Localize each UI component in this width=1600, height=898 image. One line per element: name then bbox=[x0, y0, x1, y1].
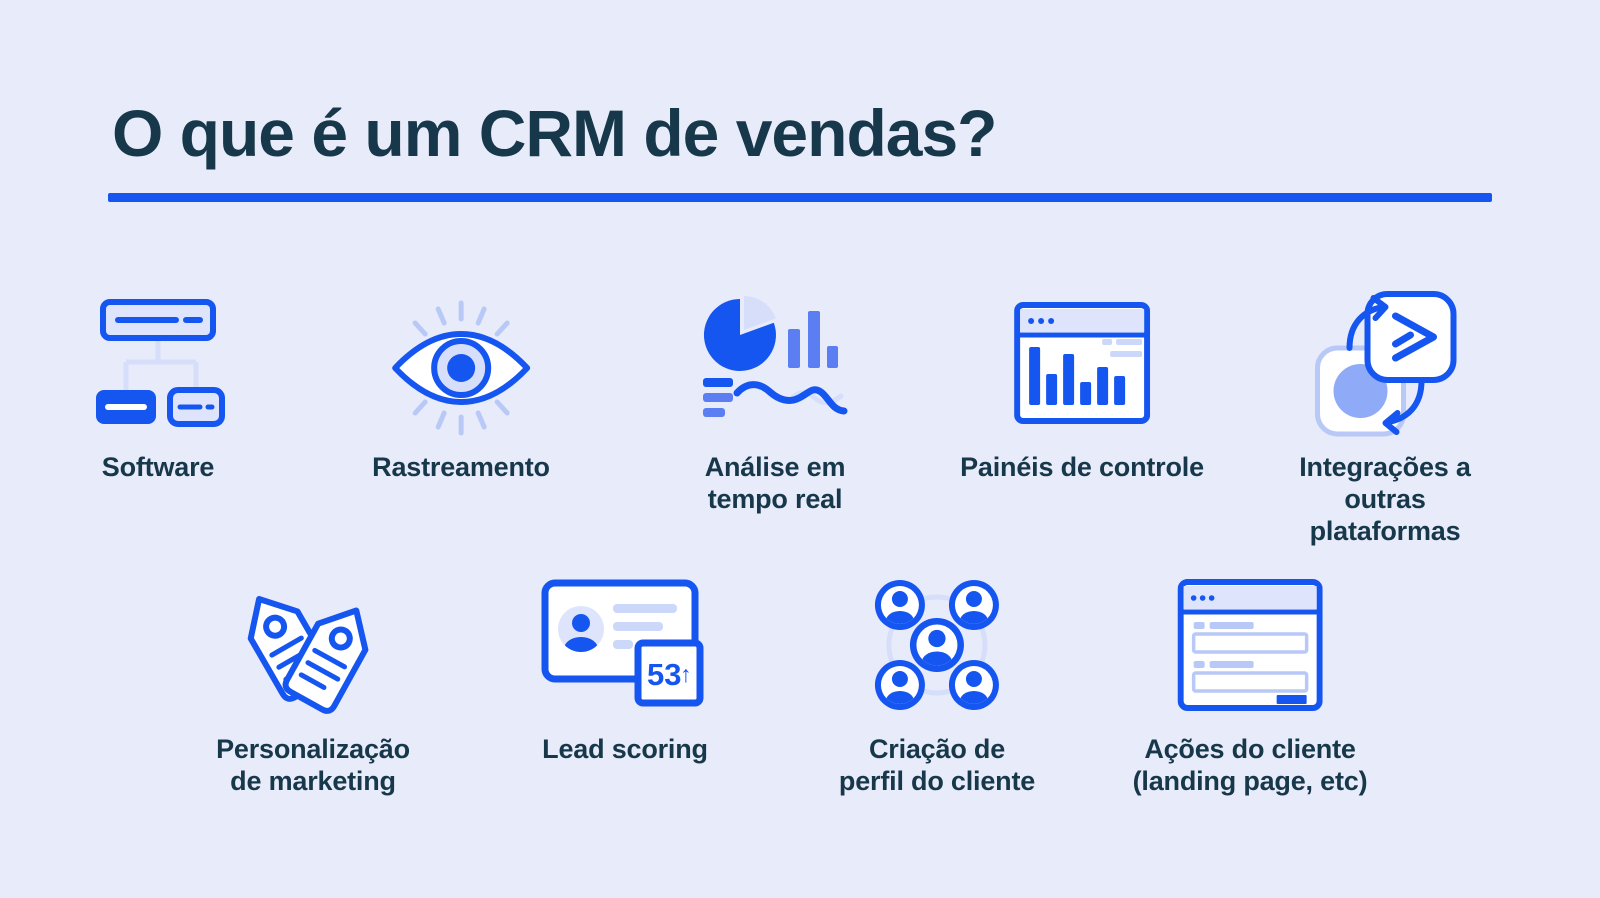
feature-label: Integrações a outras plataformas bbox=[1299, 452, 1471, 546]
lead-scorecard-icon: 53 ↑ bbox=[541, 560, 709, 730]
landing-page-form-icon bbox=[1177, 560, 1323, 730]
feature-label: Ações do cliente (landing page, etc) bbox=[1132, 734, 1368, 796]
feature-lead-scoring: 53 ↑ Lead scoring bbox=[541, 560, 709, 766]
feature-integrations: Integrações a outras plataformas bbox=[1278, 278, 1493, 548]
feature-dashboards: Painéis de controle bbox=[960, 278, 1204, 484]
realtime-charts-icon bbox=[695, 278, 855, 448]
feature-customer-actions: Ações do cliente (landing page, etc) bbox=[1133, 560, 1368, 798]
lead-score-up-arrow: ↑ bbox=[680, 661, 692, 687]
eye-icon bbox=[381, 278, 541, 448]
org-hierarchy-icon bbox=[90, 278, 226, 448]
feature-software: Software bbox=[90, 278, 226, 484]
lead-score-value: 53 bbox=[647, 657, 681, 692]
feature-customer-profile: Criação de perfil do cliente bbox=[839, 560, 1035, 798]
dashboard-window-icon bbox=[1014, 278, 1150, 448]
feature-label: Lead scoring bbox=[542, 734, 708, 764]
user-network-icon bbox=[862, 560, 1012, 730]
feature-tracking: Rastreamento bbox=[372, 278, 550, 484]
feature-label: Análise em tempo real bbox=[704, 452, 846, 514]
page-title: O que é um CRM de vendas? bbox=[112, 96, 997, 170]
feature-personalization: Personalização de marketing bbox=[216, 560, 410, 798]
feature-label: Rastreamento bbox=[372, 452, 550, 482]
sync-platforms-icon bbox=[1309, 278, 1461, 448]
price-tags-icon bbox=[235, 560, 390, 730]
feature-label: Criação de perfil do cliente bbox=[838, 734, 1036, 796]
feature-label: Personalização de marketing bbox=[216, 734, 410, 796]
feature-analytics: Análise em tempo real bbox=[695, 278, 855, 516]
title-underline bbox=[108, 193, 1492, 202]
feature-label: Software bbox=[101, 452, 215, 482]
feature-label: Painéis de controle bbox=[960, 452, 1204, 482]
